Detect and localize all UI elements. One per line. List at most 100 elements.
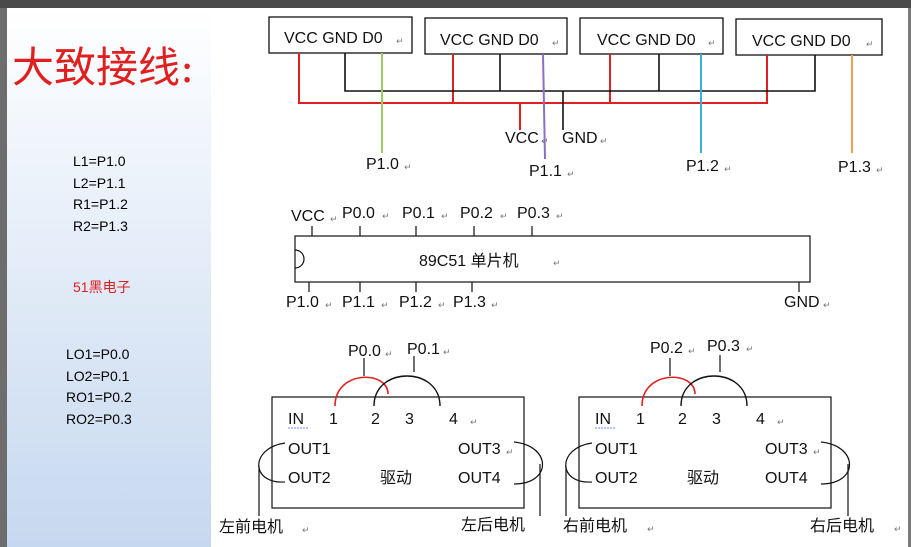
mcu-top-pin: P0.2 (460, 205, 493, 222)
pin-map-item: RO2=P0.3 (66, 410, 132, 427)
svg-text:↵: ↵ (491, 300, 499, 310)
sensor-modules: VCC GND D0 VCC GND D0 VCC GND D0 VCC GND… (268, 16, 883, 56)
window-left-strip (0, 8, 7, 547)
sensor-module-2 (424, 17, 568, 55)
mcu-bottom-pin: P1.2 (399, 294, 432, 311)
driver-out1: OUT1 (288, 441, 331, 458)
driver-pin-number: 1 (329, 411, 338, 428)
mcu-bottom-pin: P1.0 (286, 294, 319, 311)
window-right-edge (908, 8, 911, 547)
svg-text:↵: ↵ (777, 417, 785, 427)
motor-label: 左前电机 (219, 518, 283, 536)
svg-text:↵: ↵ (396, 36, 404, 46)
driver-pin-map: LO1=P0.0 LO2=P0.1 RO1=P0.2 RO2=P0.3 (66, 344, 132, 430)
svg-text:↵: ↵ (746, 344, 754, 354)
mcu-bottom-pin: GND (784, 294, 820, 311)
motor-label: 右前电机 (563, 517, 627, 535)
input-wire-red (641, 376, 696, 407)
driver-in-label: IN (595, 411, 611, 428)
svg-text:↵: ↵ (382, 211, 390, 221)
svg-text:↵: ↵ (441, 211, 449, 221)
chip-notch-icon (294, 249, 305, 269)
driver-input-pin: P0.2 (650, 340, 683, 357)
mcu-top-pin: P0.3 (517, 205, 550, 222)
svg-text:↵: ↵ (443, 347, 451, 357)
sensor-module-label: VCC GND D0 (284, 30, 383, 47)
driver-out2: OUT2 (288, 470, 331, 487)
driver-input-pin: P0.1 (407, 341, 440, 358)
svg-text:↵: ↵ (688, 346, 696, 356)
sensor-module-label: VCC GND D0 (597, 32, 696, 49)
driver-out4: OUT4 (765, 470, 808, 487)
input-wire-black (680, 375, 748, 407)
window-top-bar (0, 0, 911, 8)
svg-text:↵: ↵ (381, 300, 389, 310)
svg-text:↵: ↵ (823, 300, 831, 310)
pin-map-item: LO1=P0.0 (66, 346, 130, 362)
motor-label: 右后电机 (810, 517, 874, 535)
svg-text:↵: ↵ (500, 211, 508, 221)
sensor-output-label: P1.0 (366, 156, 399, 173)
driver-center-label: 驱动 (380, 469, 412, 487)
sensor-output-label: P1.1 (529, 163, 562, 180)
driver-module-left: P0.0 P0.1 ↵ ↵ IN 1 2 3 4 ↵ OUT1 OUT2 OUT… (258, 341, 543, 516)
mcu-top-pin: P0.0 (342, 205, 375, 222)
svg-text:↵: ↵ (553, 258, 561, 268)
mcu-label: 89C51 单片机 (419, 252, 519, 270)
svg-text:↵: ↵ (600, 136, 608, 146)
sensor-module-3 (579, 17, 724, 55)
driver-pin-number: 4 (756, 411, 765, 428)
svg-text:↵: ↵ (325, 300, 333, 310)
mcu-chip: 89C51 单片机 VCC P0.0 P0.1 P0.2 P0.3 P1.0 P… (286, 205, 831, 311)
pin-map-item: L2=P1.1 (73, 174, 126, 191)
driver-pin-number: 3 (712, 411, 721, 428)
svg-text:↵: ↵ (470, 417, 478, 427)
driver-out2: OUT2 (595, 470, 638, 487)
svg-text:↵: ↵ (708, 38, 716, 48)
driver-pin-number: 1 (636, 411, 645, 428)
mcu-top-pin: P0.1 (402, 205, 435, 222)
pin-map-item: R1=P1.2 (73, 196, 128, 212)
pin-map-item: LO2=P0.1 (66, 367, 130, 384)
svg-text:↵: ↵ (647, 524, 655, 534)
motor-loop-left (565, 442, 593, 483)
sensor-module-1 (268, 16, 413, 54)
input-wire-black (373, 375, 441, 407)
brand-label: 51黑电子 (73, 279, 131, 295)
sensor-output-label: P1.2 (686, 158, 719, 175)
gnd-bus-label: GND (562, 130, 598, 147)
mcu-top-pin: VCC (291, 208, 325, 225)
d0-wires (381, 53, 853, 160)
mcu-bottom-pin: P1.3 (453, 294, 486, 311)
svg-text:↵: ↵ (541, 136, 549, 146)
svg-text:↵: ↵ (724, 164, 732, 174)
input-wire-red (334, 376, 389, 407)
driver-out4: OUT4 (458, 470, 501, 487)
pin-map-item: L1=P1.0 (73, 153, 126, 169)
svg-text:↵: ↵ (552, 38, 560, 48)
mcu-bottom-pin: P1.1 (342, 294, 375, 311)
svg-text:↵: ↵ (330, 214, 338, 224)
svg-text:↵: ↵ (866, 39, 874, 49)
sensor-output-label: P1.3 (838, 159, 871, 176)
motor-label: 左后电机 (461, 516, 525, 534)
svg-text:↵: ↵ (506, 447, 514, 457)
motor-loop-right (513, 441, 543, 485)
driver-pin-number: 3 (405, 411, 414, 428)
svg-text:↵: ↵ (567, 169, 575, 179)
slide-title: 大致接线: (12, 43, 195, 92)
sensor-pin-map: L1=P1.0 L2=P1.1 R1=P1.2 R2=P1.3 (73, 151, 128, 237)
driver-in-label: IN (288, 411, 304, 428)
gnd-bus (344, 53, 816, 130)
driver-out1: OUT1 (595, 441, 638, 458)
driver-pin-number: 2 (678, 411, 687, 428)
driver-out3: OUT3 (458, 441, 501, 458)
sensor-module-label: VCC GND D0 (752, 33, 851, 50)
driver-input-pin: P0.0 (348, 343, 381, 360)
pin-map-item: R2=P1.3 (73, 217, 128, 234)
motor-loop-right (820, 441, 850, 485)
svg-text:↵: ↵ (894, 524, 902, 534)
vcc-bus (298, 53, 768, 130)
svg-text:↵: ↵ (556, 211, 564, 221)
